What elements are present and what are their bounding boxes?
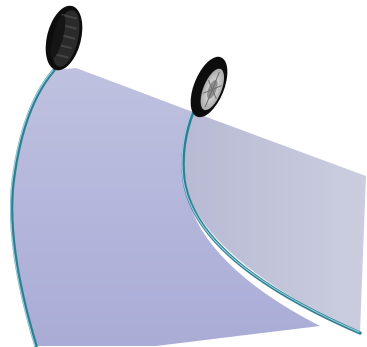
tire-icon bbox=[40, 2, 89, 74]
